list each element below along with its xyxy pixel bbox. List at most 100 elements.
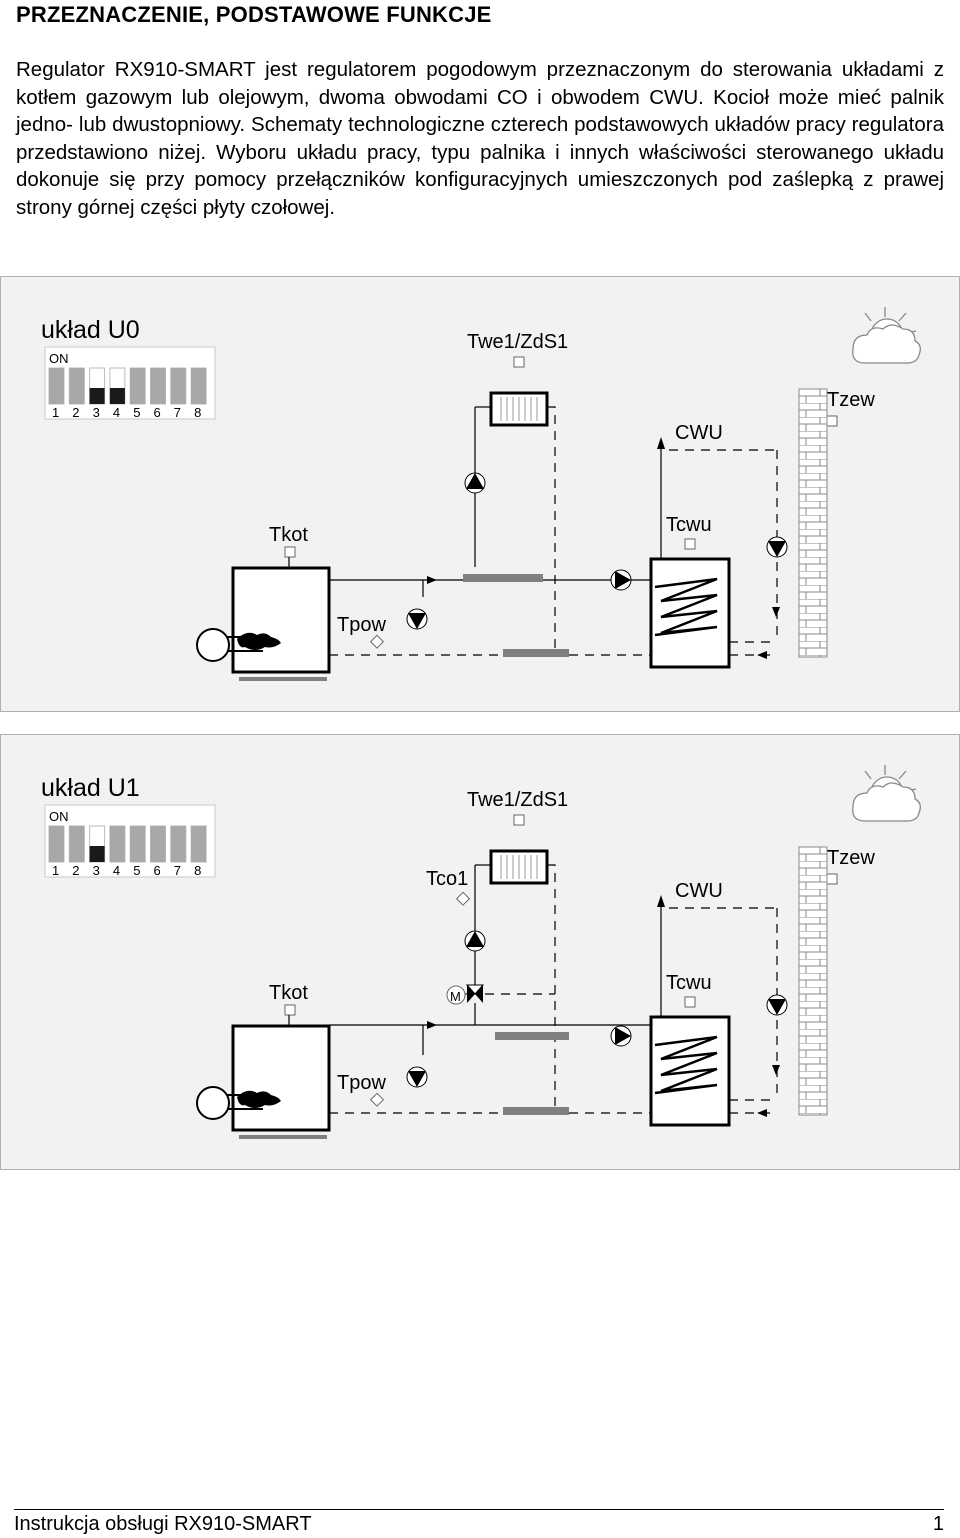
supply-pipes: [288, 406, 662, 597]
dip-number: 8: [194, 863, 201, 878]
dip-number: 4: [113, 405, 120, 420]
dip-switch-6: [150, 826, 166, 862]
flow-arrow-icon: [427, 1021, 437, 1029]
dip-switch-2: [69, 826, 85, 862]
dip-number: 2: [72, 863, 79, 878]
footer-title: Instrukcja obsługi RX910-SMART: [14, 1513, 312, 1535]
label-tco1: Tco1: [426, 868, 468, 890]
sensor-tcwu: [684, 538, 696, 550]
pump-icon: [464, 930, 486, 952]
dip-switch-4: [109, 826, 125, 862]
label-tzew: Tzew: [827, 389, 875, 411]
pump-icon: [406, 608, 428, 630]
flow-arrow-icon: [757, 651, 767, 659]
dip-switch-7: [170, 826, 186, 862]
dip-switch-2: [69, 368, 85, 404]
label-tkot: Tkot: [269, 524, 308, 546]
outer-wall: [798, 388, 828, 658]
sensor-tpow: [369, 1092, 385, 1107]
manifold-bar: [503, 649, 569, 657]
sensor-tkot: [284, 1004, 296, 1016]
dip-switch-5: [130, 826, 146, 862]
sensor-tkot: [284, 546, 296, 558]
dip-number: 6: [154, 405, 161, 420]
supply-pipes: [288, 864, 662, 1055]
label-tkot: Tkot: [269, 982, 308, 1004]
dip-number: 1: [52, 405, 59, 420]
label-tpow: Tpow: [337, 614, 386, 636]
label-twe: Twe1/ZdS1: [467, 789, 568, 811]
flow-arrow-icon: [657, 895, 665, 907]
manifold-bar: [463, 574, 543, 582]
dip-number: 2: [72, 405, 79, 420]
dip-number: 5: [133, 863, 140, 878]
sensor-tcwu: [684, 996, 696, 1008]
pump-icon: [406, 1066, 428, 1088]
weather-icon: [852, 307, 921, 364]
dip-number: 6: [154, 863, 161, 878]
dip-number: 3: [93, 405, 100, 420]
label-cwu: CWU: [675, 880, 723, 902]
flow-arrow-icon: [757, 1109, 767, 1117]
manifold-bar: [503, 1107, 569, 1115]
dip-switch-3: [89, 846, 105, 862]
flow-arrow-icon: [772, 1065, 780, 1075]
pump-icon: [464, 472, 486, 494]
dip-on-label: ON: [49, 809, 69, 824]
boiler: [196, 566, 331, 681]
sensor-tpow: [369, 634, 385, 649]
label-cwu: CWU: [675, 422, 723, 444]
flow-arrow-icon: [657, 437, 665, 449]
sensor-twe: [513, 356, 525, 368]
dip-number: 3: [93, 863, 100, 878]
sensor-tco1: [455, 891, 471, 906]
sensor-tzew: [826, 873, 838, 885]
dip-number: 4: [113, 863, 120, 878]
valve-actuator-label: M: [450, 989, 461, 1004]
pump-icon: [766, 994, 788, 1016]
sensor-twe: [513, 814, 525, 826]
dip-switch-8: [191, 368, 207, 404]
dip-number: 7: [174, 863, 181, 878]
label-twe: Twe1/ZdS1: [467, 331, 568, 353]
label-tcwu: Tcwu: [666, 514, 712, 536]
label-tcwu: Tcwu: [666, 972, 712, 994]
dip-switch-1: [49, 826, 64, 862]
diagram-title: układ U1: [41, 774, 140, 802]
dhw-tank: [649, 557, 731, 669]
dip-switch-7: [170, 368, 186, 404]
pump-icon: [766, 536, 788, 558]
weather-icon: [852, 765, 921, 822]
flow-arrow-icon: [772, 607, 780, 617]
label-tpow: Tpow: [337, 1072, 386, 1094]
dip-switch-3: [89, 388, 105, 404]
page-heading: PRZEZNACZENIE, PODSTAWOWE FUNKCJE: [16, 2, 492, 27]
flow-arrow-icon: [427, 576, 437, 584]
dip-on-label: ON: [49, 351, 69, 366]
dip-switch-6: [150, 368, 166, 404]
dip-switch-5: [130, 368, 146, 404]
mixing-valve: M: [446, 984, 485, 1005]
sensor-tzew: [826, 415, 838, 427]
dhw-tank: [649, 1015, 731, 1127]
dip-number: 8: [194, 405, 201, 420]
page-number: 1: [932, 1513, 944, 1535]
diagram-title: układ U0: [41, 316, 140, 344]
radiator: [489, 849, 549, 885]
boiler: [196, 1024, 331, 1139]
dip-number: 1: [52, 863, 59, 878]
manifold-bar: [495, 1032, 569, 1040]
dip-switch-1: [49, 368, 64, 404]
radiator: [489, 391, 549, 427]
dip-number: 7: [174, 405, 181, 420]
dip-number: 5: [133, 405, 140, 420]
dip-switch-4: [109, 388, 125, 404]
page-footer: Instrukcja obsługi RX910-SMART 1: [14, 1509, 944, 1535]
dip-switch-8: [191, 826, 207, 862]
pump-icon: [610, 569, 632, 591]
outer-wall: [798, 846, 828, 1116]
